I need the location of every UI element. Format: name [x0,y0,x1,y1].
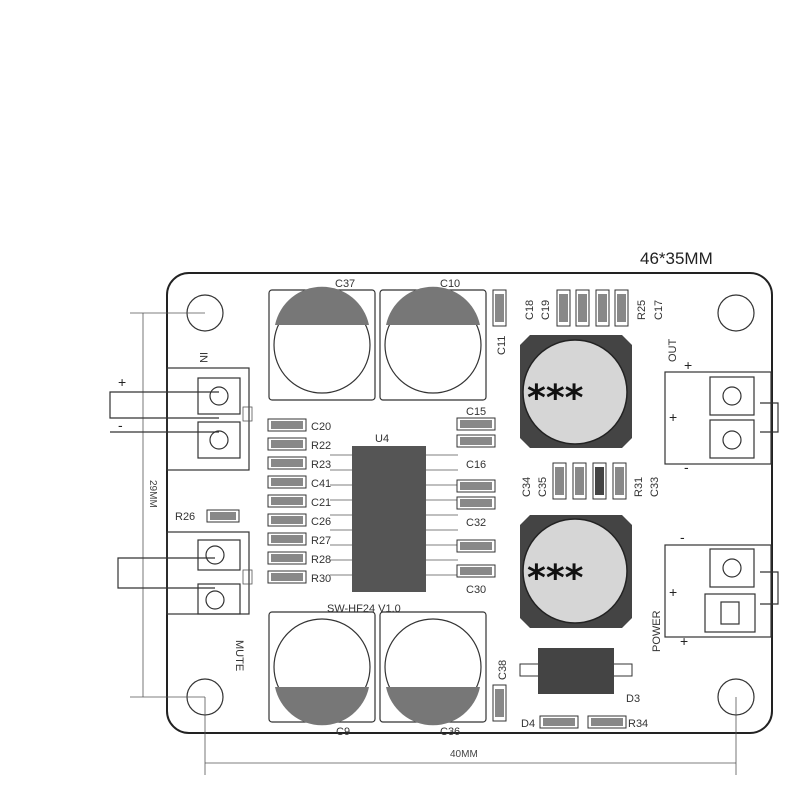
label-r22: R22 [311,440,331,452]
height-dimension-label: 29MM [147,480,158,508]
power-plus-sign-2: + [680,633,688,649]
label-d3: D3 [626,693,640,705]
capacitor-c38: C38 [492,660,509,722]
mute-label: MUTE [233,640,245,671]
inductor-bottom: *** [520,515,632,628]
label-c32: C32 [466,517,486,529]
label-d4: D4 [521,718,535,730]
out-plus-sign-2: + [669,409,677,425]
label-c21: C21 [311,497,331,509]
in-minus-sign: - [118,417,123,433]
label-c9: C9 [336,726,350,738]
in-label: IN [197,352,209,363]
terminal-in: + - IN [109,352,253,471]
resistor-r26: R26 [175,509,240,523]
mounting-hole-top-right [717,294,755,332]
inductor-top-mark: *** [527,378,584,419]
label-c30: C30 [466,584,486,596]
elec-cap-c36: C36 [379,611,487,738]
label-c38: C38 [497,660,509,680]
width-dimension-label: 40MM [450,749,478,760]
ic-label-u4: U4 [375,433,389,445]
out-plus-sign: + [684,357,692,373]
in-plus-sign: + [118,374,126,390]
label-c11: C11 [496,336,508,355]
diode-d3: D3 [519,648,640,705]
power-label: POWER [651,610,663,652]
label-c26: C26 [311,516,331,528]
label-r30: R30 [311,573,331,585]
label-r25: R25 [636,300,648,320]
label-r34: R34 [628,718,648,730]
inductor-top: *** [520,335,632,448]
label-r27: R27 [311,535,331,547]
board-version-label: SW-HF24 V1.0 [327,603,401,615]
elec-cap-c9: C9 [268,611,376,738]
ic-u4: U4 [330,433,458,592]
out-label: OUT [667,339,679,363]
label-r31: R31 [633,477,645,497]
label-c37: C37 [335,278,355,290]
power-minus-sign: - [680,529,685,545]
label-c16: C16 [466,459,486,471]
label-c15: C15 [466,406,486,418]
label-c34: C34 [521,477,533,497]
smd-left-column: C20 R22 R23 C41 C21 C26 R27 R28 R30 [267,418,331,585]
terminal-out: OUT + + - [664,339,779,475]
label-r26: R26 [175,511,195,523]
terminal-mute: MUTE [117,531,253,671]
elec-cap-c10: C10 [379,278,487,401]
label-c19: C19 [540,300,552,320]
label-c18: C18 [524,300,536,320]
power-plus-sign-1: + [669,584,677,600]
terminal-power: - + + POWER [651,529,779,652]
out-minus-sign: - [684,459,689,475]
label-c41: C41 [311,478,331,490]
mid-small-components: C34 C35 R31 C33 [521,462,661,500]
inductor-bottom-mark: *** [527,558,584,599]
label-c35: C35 [537,477,549,497]
smd-right-column: C15 C16 C32 C30 [456,406,496,596]
label-r28: R28 [311,554,331,566]
label-c20: C20 [311,421,331,433]
label-c33: C33 [649,477,661,497]
elec-cap-c37: C37 [268,278,376,401]
label-c10: C10 [440,278,460,290]
diode-d4: D4 [521,715,579,730]
label-r23: R23 [311,459,331,471]
label-c36: C36 [440,726,460,738]
board-size-title: 46*35MM [640,249,713,268]
resistor-r34: R34 [587,715,648,730]
label-c17: C17 [653,300,665,320]
top-small-components: C11 C18 C19 R25 C17 [492,289,665,355]
